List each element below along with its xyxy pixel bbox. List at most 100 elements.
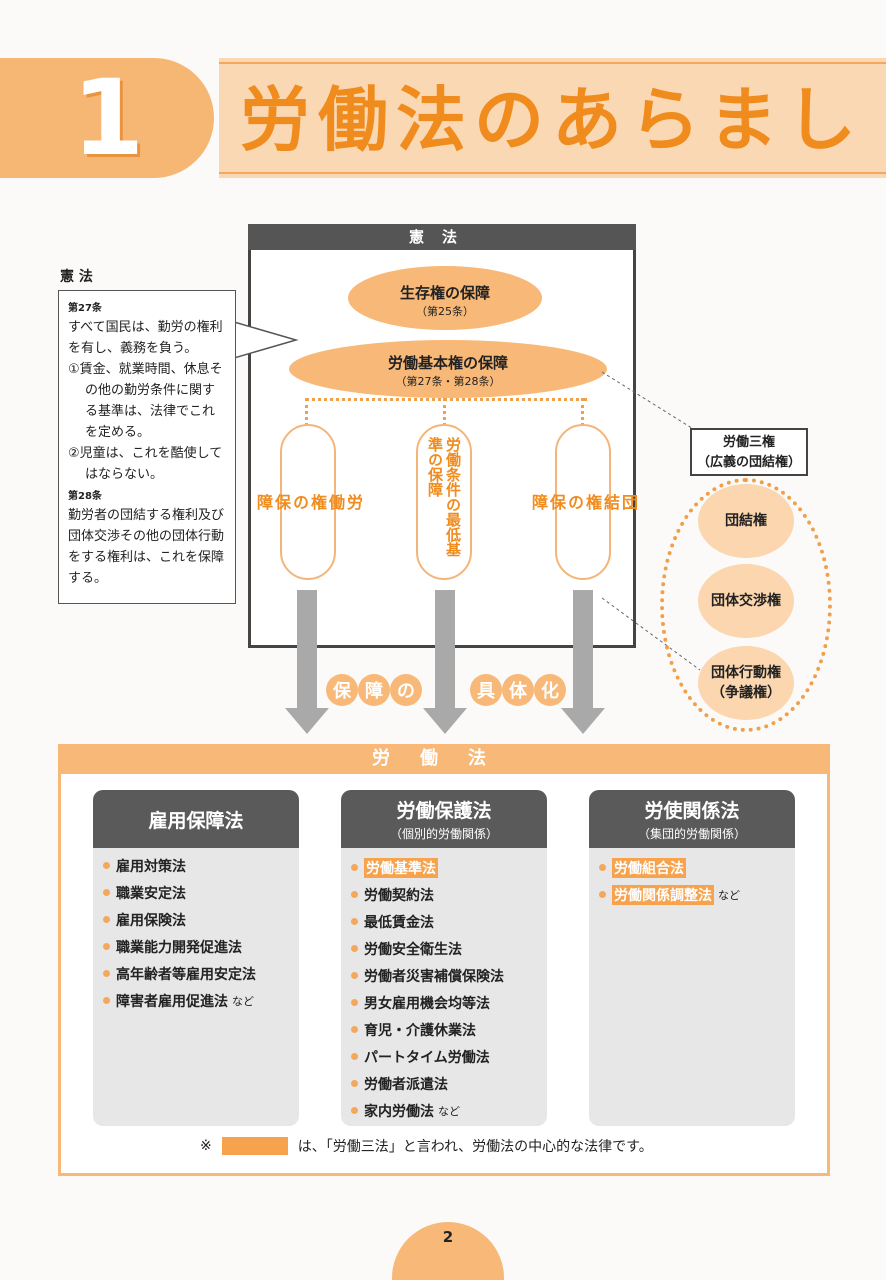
concretize-char: 化 <box>534 674 566 706</box>
minimum-standards-label: 労働条件の最低基準の保障 <box>426 437 462 557</box>
etc-label: など <box>718 888 740 902</box>
article-27-text: すべて国民は、勤労の権利を有し、義務を負う。 <box>68 320 223 356</box>
bullet-icon <box>599 891 606 898</box>
constitution-heading: 憲法 <box>248 224 636 250</box>
title-band <box>219 58 886 178</box>
list-item: 家内労働法など <box>351 1097 547 1124</box>
bullet-icon <box>103 970 110 977</box>
strike-right-text: （争議権） <box>711 685 781 701</box>
collective-action-circle: 団体行動権 （争議権） <box>698 646 794 720</box>
speech-pointer <box>234 321 299 359</box>
column-title: 労使関係法 <box>644 800 740 822</box>
list-item: 最低賃金法 <box>351 908 547 935</box>
column-subtitle: （集団的労働関係） <box>637 827 746 841</box>
labor-law-heading: 労働法 <box>58 744 830 774</box>
labor-relations-column: 労使関係法 （集団的労働関係） 労働組合法 労働関係調整法など <box>589 790 795 1126</box>
list-item: 労働者災害補償保険法 <box>351 962 547 989</box>
list-item: 高年齢者等雇用安定法 <box>103 960 299 987</box>
highlight-swatch <box>221 1137 288 1155</box>
etc-label: など <box>232 994 254 1008</box>
dotted-connector <box>305 398 587 401</box>
note-text: は、「労働三法」と言われ、労働法の中心的な法律です。 <box>297 1139 653 1155</box>
down-arrow-icon <box>573 590 593 710</box>
down-arrow-icon <box>297 590 317 710</box>
right-to-organize-text: 団結権 <box>725 513 767 529</box>
collective-action-text: 団体行動権 <box>711 665 781 681</box>
column-header: 労働保護法 （個別的労働関係） <box>341 790 547 848</box>
list-item: 労働契約法 <box>351 881 547 908</box>
concretize-char: の <box>390 674 422 706</box>
employment-security-column: 雇用保障法 雇用対策法 職業安定法 雇用保険法 職業能力開発促進法 高年齢者等雇… <box>93 790 299 1126</box>
concretize-char: 具 <box>470 674 502 706</box>
bullet-icon <box>351 945 358 952</box>
list-item: 労働安全衛生法 <box>351 935 547 962</box>
minimum-standards-pill: 労働条件の最低基準の保障 <box>416 424 472 580</box>
bullet-icon <box>103 997 110 1004</box>
right-to-organize-circle: 団結権 <box>698 484 794 558</box>
list-item: 労働基準法 <box>351 854 547 881</box>
bullet-icon <box>103 862 110 869</box>
list-item: 職業能力開発促進法 <box>103 933 299 960</box>
list-item: 障害者雇用促進法など <box>103 987 299 1014</box>
constitution-label: 憲 法 <box>60 269 93 285</box>
three-labor-rights-title: 労働三権 <box>722 435 775 450</box>
footnote: ※ は、「労働三法」と言われ、労働法の中心的な法律です。 <box>200 1136 653 1156</box>
dotted-connector <box>443 398 446 426</box>
list-item: 育児・介護休業法 <box>351 1016 547 1043</box>
bullet-icon <box>103 916 110 923</box>
list-item: 職業安定法 <box>103 879 299 906</box>
bullet-icon <box>599 864 606 871</box>
page-number: 2 <box>392 1222 504 1280</box>
three-labor-rights-box: 労働三権 （広義の団結権） <box>690 428 808 476</box>
down-arrow-icon <box>561 708 605 734</box>
bullet-icon <box>103 889 110 896</box>
etc-label: など <box>438 1104 460 1118</box>
collective-bargaining-circle: 団体交渉権 <box>698 564 794 638</box>
three-labor-rights-subtitle: （広義の団結権） <box>696 455 801 470</box>
bullet-icon <box>351 1053 358 1060</box>
dotted-connector <box>581 398 584 426</box>
right-to-organize-pill: 団 結 権 の 保 障 <box>529 424 638 580</box>
three-rights-dotted-ellipse <box>660 478 832 732</box>
constitution-text-box: 第27条 すべて国民は、勤労の権利を有し、義務を負う。 ①賃金、就業時間、休息そ… <box>58 290 236 604</box>
labor-basic-rights-article: （第27条・第28条） <box>395 375 501 388</box>
column-title: 雇用保障法 <box>148 810 244 832</box>
article-27-item-2: ②児童は、これを酷使してはならない。 <box>68 446 223 482</box>
column-header: 雇用保障法 <box>93 790 299 848</box>
concretize-char: 保 <box>326 674 358 706</box>
list-item: 労働関係調整法など <box>599 881 795 908</box>
labor-basic-rights-oval: 労働基本権の保障 （第27条・第28条） <box>289 340 607 398</box>
article-28-label: 第28条 <box>68 491 102 502</box>
list-item: 労働者派遣法 <box>351 1070 547 1097</box>
chapter-number: 1 <box>71 57 145 179</box>
article-27-item-1: ①賃金、就業時間、休息その他の勤労条件に関する基準は、法律でこれを定める。 <box>68 362 223 440</box>
dotted-connector <box>305 398 308 426</box>
right-to-work-pill: 労 働 権 の 保 障 <box>254 424 363 580</box>
bullet-icon <box>351 918 358 925</box>
column-title: 労働保護法 <box>396 800 492 822</box>
concretize-char: 障 <box>358 674 390 706</box>
labor-protection-column: 労働保護法 （個別的労働関係） 労働基準法 労働契約法 最低賃金法 労働安全衛生… <box>341 790 547 1126</box>
column-subtitle: （個別的労働関係） <box>389 827 498 841</box>
bullet-icon <box>351 1080 358 1087</box>
down-arrow-icon <box>435 590 455 710</box>
down-arrow-icon <box>423 708 467 734</box>
right-to-life-label: 生存権の保障 <box>399 284 490 302</box>
collective-bargaining-text: 団体交渉権 <box>711 593 781 609</box>
right-to-life-oval: 生存権の保障 （第25条） <box>348 266 542 330</box>
list-item: 労働組合法 <box>599 854 795 881</box>
bullet-icon <box>351 999 358 1006</box>
labor-basic-rights-label: 労働基本権の保障 <box>387 354 508 372</box>
bullet-icon <box>103 943 110 950</box>
bullet-icon <box>351 1107 358 1114</box>
page-title: 労働法のあらまし <box>240 79 864 161</box>
bullet-icon <box>351 1026 358 1033</box>
chapter-number-tab <box>0 58 214 178</box>
concretize-char: 体 <box>502 674 534 706</box>
note-mark: ※ <box>200 1138 212 1154</box>
bullet-icon <box>351 891 358 898</box>
right-to-organize-label: 団 結 権 の 保 障 <box>529 494 638 510</box>
bullet-icon <box>351 864 358 871</box>
list-item: 雇用対策法 <box>103 852 299 879</box>
dashed-leader-lines <box>601 371 701 671</box>
